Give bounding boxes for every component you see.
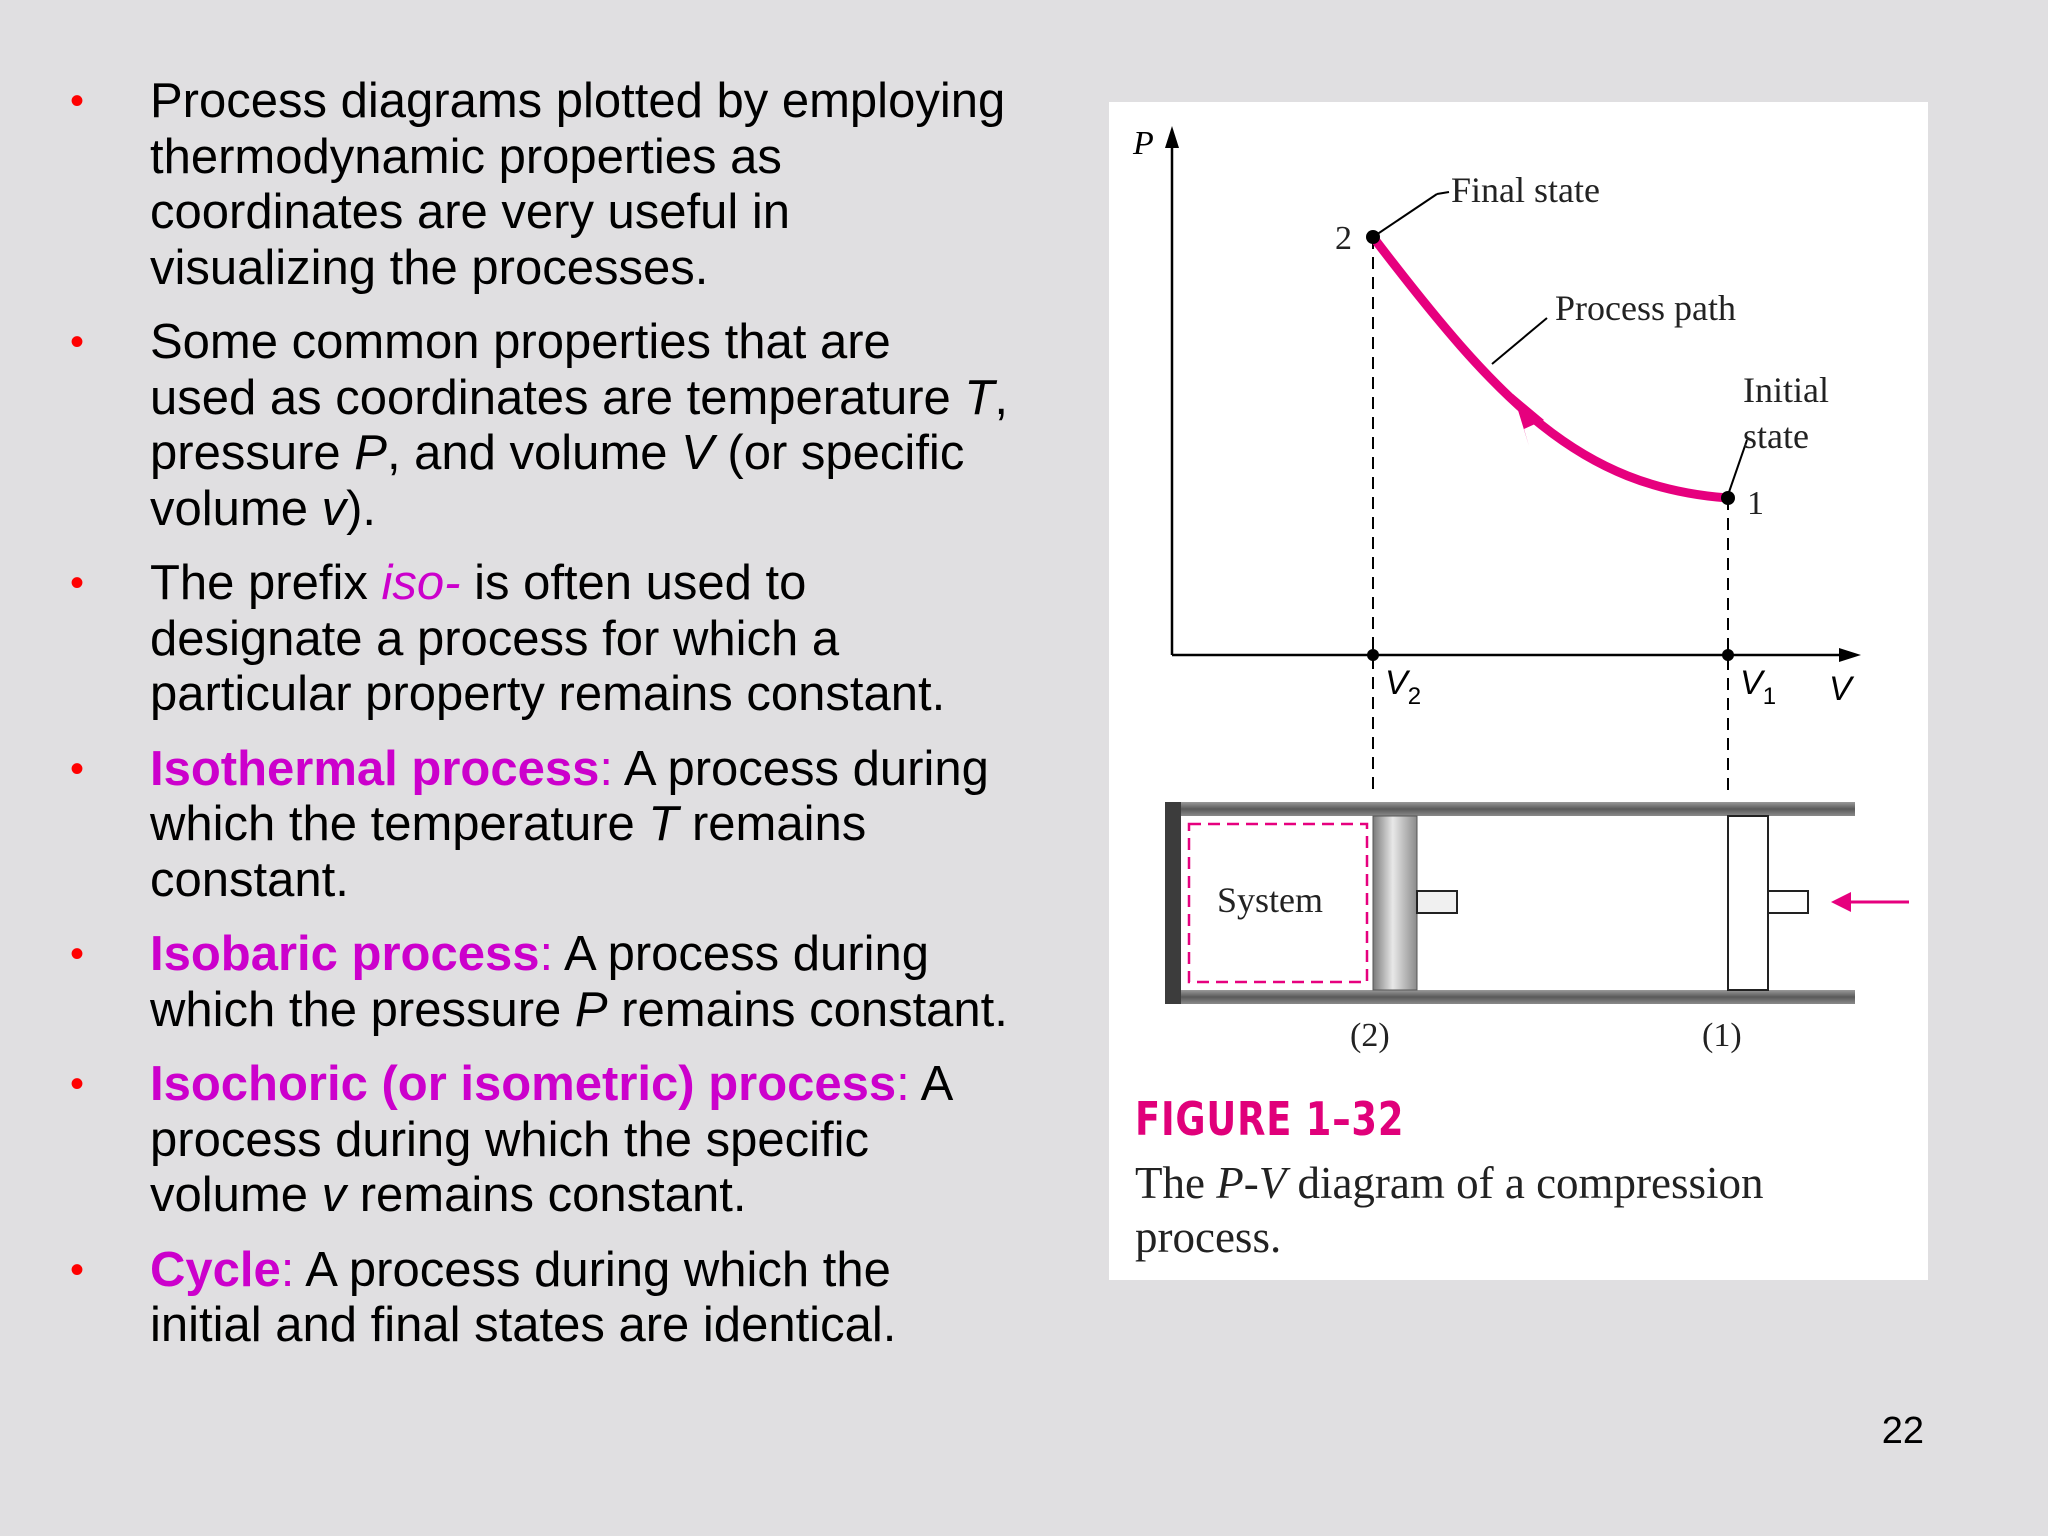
bullet-text: (or specific volume <box>150 426 965 536</box>
bullet-text: Some common properties that are used as … <box>150 315 965 425</box>
initial-state-label-line2: state <box>1743 416 1809 456</box>
var-text: V <box>681 426 714 480</box>
bullet-item: • Isothermal process: A process during wh… <box>70 742 1010 909</box>
bullet-item: • Isochoric (or isometric) process: A pro… <box>70 1057 1010 1224</box>
term-text: Isobaric process <box>150 927 540 981</box>
bullet-item: • Some common properties that are used as… <box>70 315 1010 537</box>
piston-position-1 <box>1727 815 1769 991</box>
bullet-text: is often used to designate a process for… <box>150 556 946 721</box>
var-text: P <box>354 426 387 480</box>
v1-label: V1 <box>1740 664 1776 710</box>
v2-tick <box>1367 649 1379 661</box>
var-text: P <box>574 982 608 1037</box>
v-axis-label: V <box>1829 670 1855 708</box>
process-path-leader <box>1491 317 1548 365</box>
initial-state-leader <box>1727 439 1748 496</box>
term-text: Isochoric (or isometric) process <box>150 1057 897 1111</box>
iso-term-text: iso- <box>381 556 461 610</box>
bullet-dot-icon: • <box>70 320 85 364</box>
colon-text: : <box>896 1057 910 1111</box>
final-state-leader <box>1372 193 1438 238</box>
bullet-dot-icon: • <box>70 1062 85 1106</box>
piston-position-2 <box>1372 815 1418 991</box>
figure-caption-text: The P-V diagram of a compression process… <box>1135 1158 1764 1262</box>
bullet-item: • Process diagrams plotted by employing t… <box>70 74 1010 296</box>
figure-caption: FIGURE 1–32 The P-V diagram of a compres… <box>1135 1092 1915 1264</box>
cylinder-end-wall <box>1165 802 1181 1004</box>
process-path-label: Process path <box>1555 288 1736 328</box>
bullet-text: The prefix <box>150 556 382 610</box>
v-axis-arrow <box>1839 648 1861 662</box>
piston-rod-2 <box>1416 890 1458 914</box>
bullet-dot-icon: • <box>70 746 85 791</box>
bullet-list: • Process diagrams plotted by employing t… <box>70 74 1010 1373</box>
var-text: T <box>964 370 995 425</box>
bullet-text: ). <box>346 481 377 536</box>
bullet-text: A process during which the temperature <box>150 741 989 852</box>
final-state-leader-tail <box>1436 191 1450 195</box>
var-text: v <box>321 481 347 536</box>
bullet-dot-icon: • <box>70 1247 85 1292</box>
bullet-dot-icon: • <box>70 561 85 605</box>
push-arrow-head <box>1831 892 1851 912</box>
bullet-text: Process diagrams plotted by employing th… <box>150 74 1006 295</box>
bullet-text: , and volume <box>386 426 682 480</box>
term-text: Isothermal process <box>150 741 600 796</box>
figure-number: FIGURE 1–32 <box>1135 1092 1405 1146</box>
bullet-item: • The prefix iso- is often used to design… <box>70 556 1010 723</box>
bullet-text: , pressure <box>150 370 1008 481</box>
system-boundary <box>1187 822 1369 984</box>
slide-number: 22 <box>1881 1410 1924 1452</box>
var-text: T <box>648 797 679 851</box>
process-curve <box>1369 234 1729 503</box>
position-2-label: (2) <box>1350 1017 1390 1054</box>
figure-panel: P V 2 1 Final state Process path Initial… <box>1109 102 1928 1280</box>
var-text: v <box>321 1168 347 1222</box>
p-axis-label: P <box>1132 125 1154 162</box>
bullet-text: remains constant. <box>150 797 867 907</box>
bullet-text: A process during which the initial and f… <box>150 1242 897 1353</box>
position-1-label: (1) <box>1702 1017 1742 1054</box>
bullet-item: • Cycle: A process during which the initi… <box>70 1243 1010 1354</box>
final-state-label: Final state <box>1451 170 1600 210</box>
bullet-item: • Isobaric process: A process during whic… <box>70 927 1010 1038</box>
p-axis-arrow <box>1165 126 1179 148</box>
bullet-dot-icon: • <box>70 932 85 976</box>
point-2-label: 2 <box>1335 220 1352 257</box>
colon-text: : <box>539 927 554 981</box>
process-direction-arrow <box>1513 394 1544 446</box>
bullet-text: A process during which the pressure <box>150 927 929 1037</box>
initial-state-label-line1: Initial <box>1743 370 1829 410</box>
piston-cylinder: System (2) (1) <box>1165 802 1909 1054</box>
v2-label: V2 <box>1385 664 1421 710</box>
bullet-text: A process during which the specific volu… <box>150 1057 951 1222</box>
pv-diagram: P V 2 1 Final state Process path Initial… <box>1132 125 1909 1054</box>
v1-tick <box>1722 649 1734 661</box>
bullet-dot-icon: • <box>70 79 85 123</box>
system-label: System <box>1217 880 1323 920</box>
cylinder-bottom-wall <box>1165 990 1855 1004</box>
piston-rod-1 <box>1767 890 1809 914</box>
term-text: Cycle <box>150 1242 281 1297</box>
bullet-text: remains constant. <box>607 982 1008 1037</box>
colon-text: : <box>280 1242 295 1297</box>
point-1-label: 1 <box>1747 485 1764 522</box>
state-point-1 <box>1721 491 1735 505</box>
bullet-text: remains constant. <box>346 1168 747 1222</box>
cylinder-top-wall <box>1165 802 1855 816</box>
colon-text: : <box>599 741 613 796</box>
